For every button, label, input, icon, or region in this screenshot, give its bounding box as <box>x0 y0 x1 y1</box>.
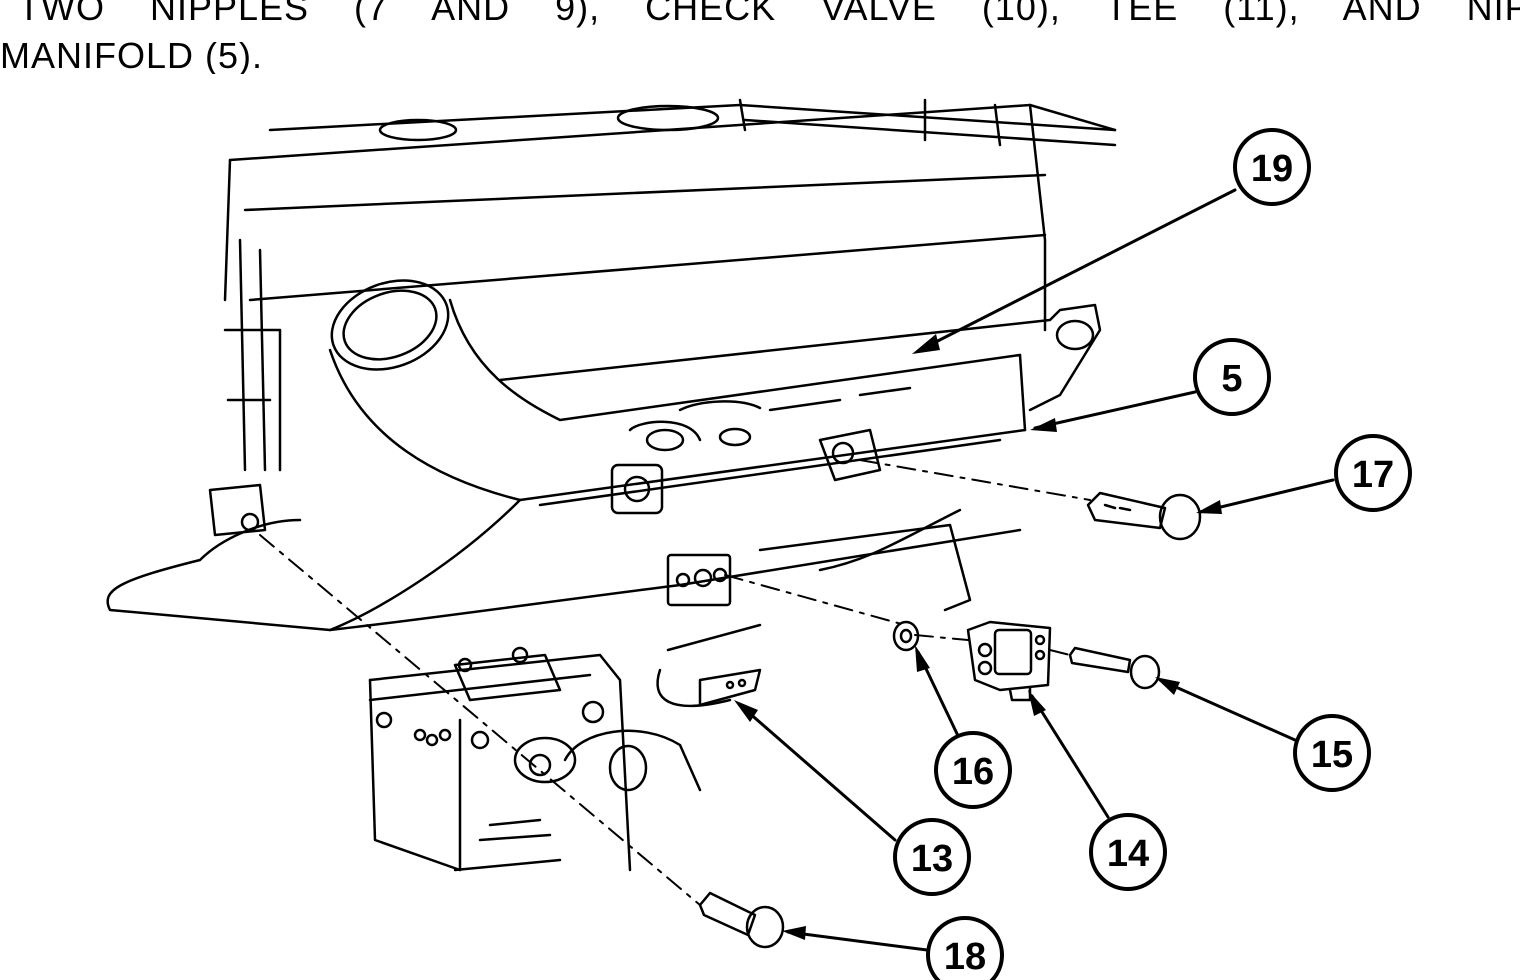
callout-15-label: 15 <box>1311 734 1353 776</box>
washer-part <box>892 620 920 652</box>
callout-5: 5 <box>1193 338 1271 416</box>
bolt-15-part <box>1068 646 1161 690</box>
callout-13-label: 13 <box>911 838 953 880</box>
bolt-17-part <box>1086 491 1202 541</box>
leader-lines <box>738 188 1335 952</box>
callout-17-label: 17 <box>1352 454 1394 496</box>
callout-19: 19 <box>1233 128 1311 206</box>
callout-16-label: 16 <box>952 751 994 793</box>
manifold-body <box>106 279 1102 632</box>
engine-block <box>223 98 1117 472</box>
callout-19-label: 19 <box>1251 148 1293 190</box>
lower-assembly <box>368 623 762 872</box>
center-lines <box>259 459 1091 906</box>
callout-5-label: 5 <box>1221 358 1242 400</box>
callout-15: 15 <box>1293 714 1371 792</box>
instruction-line-2: MANIFOLD (5). <box>0 35 264 74</box>
callout-13: 13 <box>893 818 971 896</box>
bracket-part <box>966 620 1052 702</box>
instruction-text: TWO NIPPLES (7 AND 9), CHECK VALVE (10),… <box>0 0 1520 74</box>
callout-14: 14 <box>1089 813 1167 891</box>
arrowheads <box>734 334 1222 940</box>
instruction-line-1: TWO NIPPLES (7 AND 9), CHECK VALVE (10),… <box>18 0 1520 28</box>
callout-14-label: 14 <box>1107 833 1149 875</box>
callout-17: 17 <box>1334 434 1412 512</box>
callout-18-label: 18 <box>944 936 986 978</box>
callout-16: 16 <box>934 731 1012 809</box>
callout-18: 18 <box>926 916 1004 980</box>
bolt-18-part <box>698 891 785 949</box>
